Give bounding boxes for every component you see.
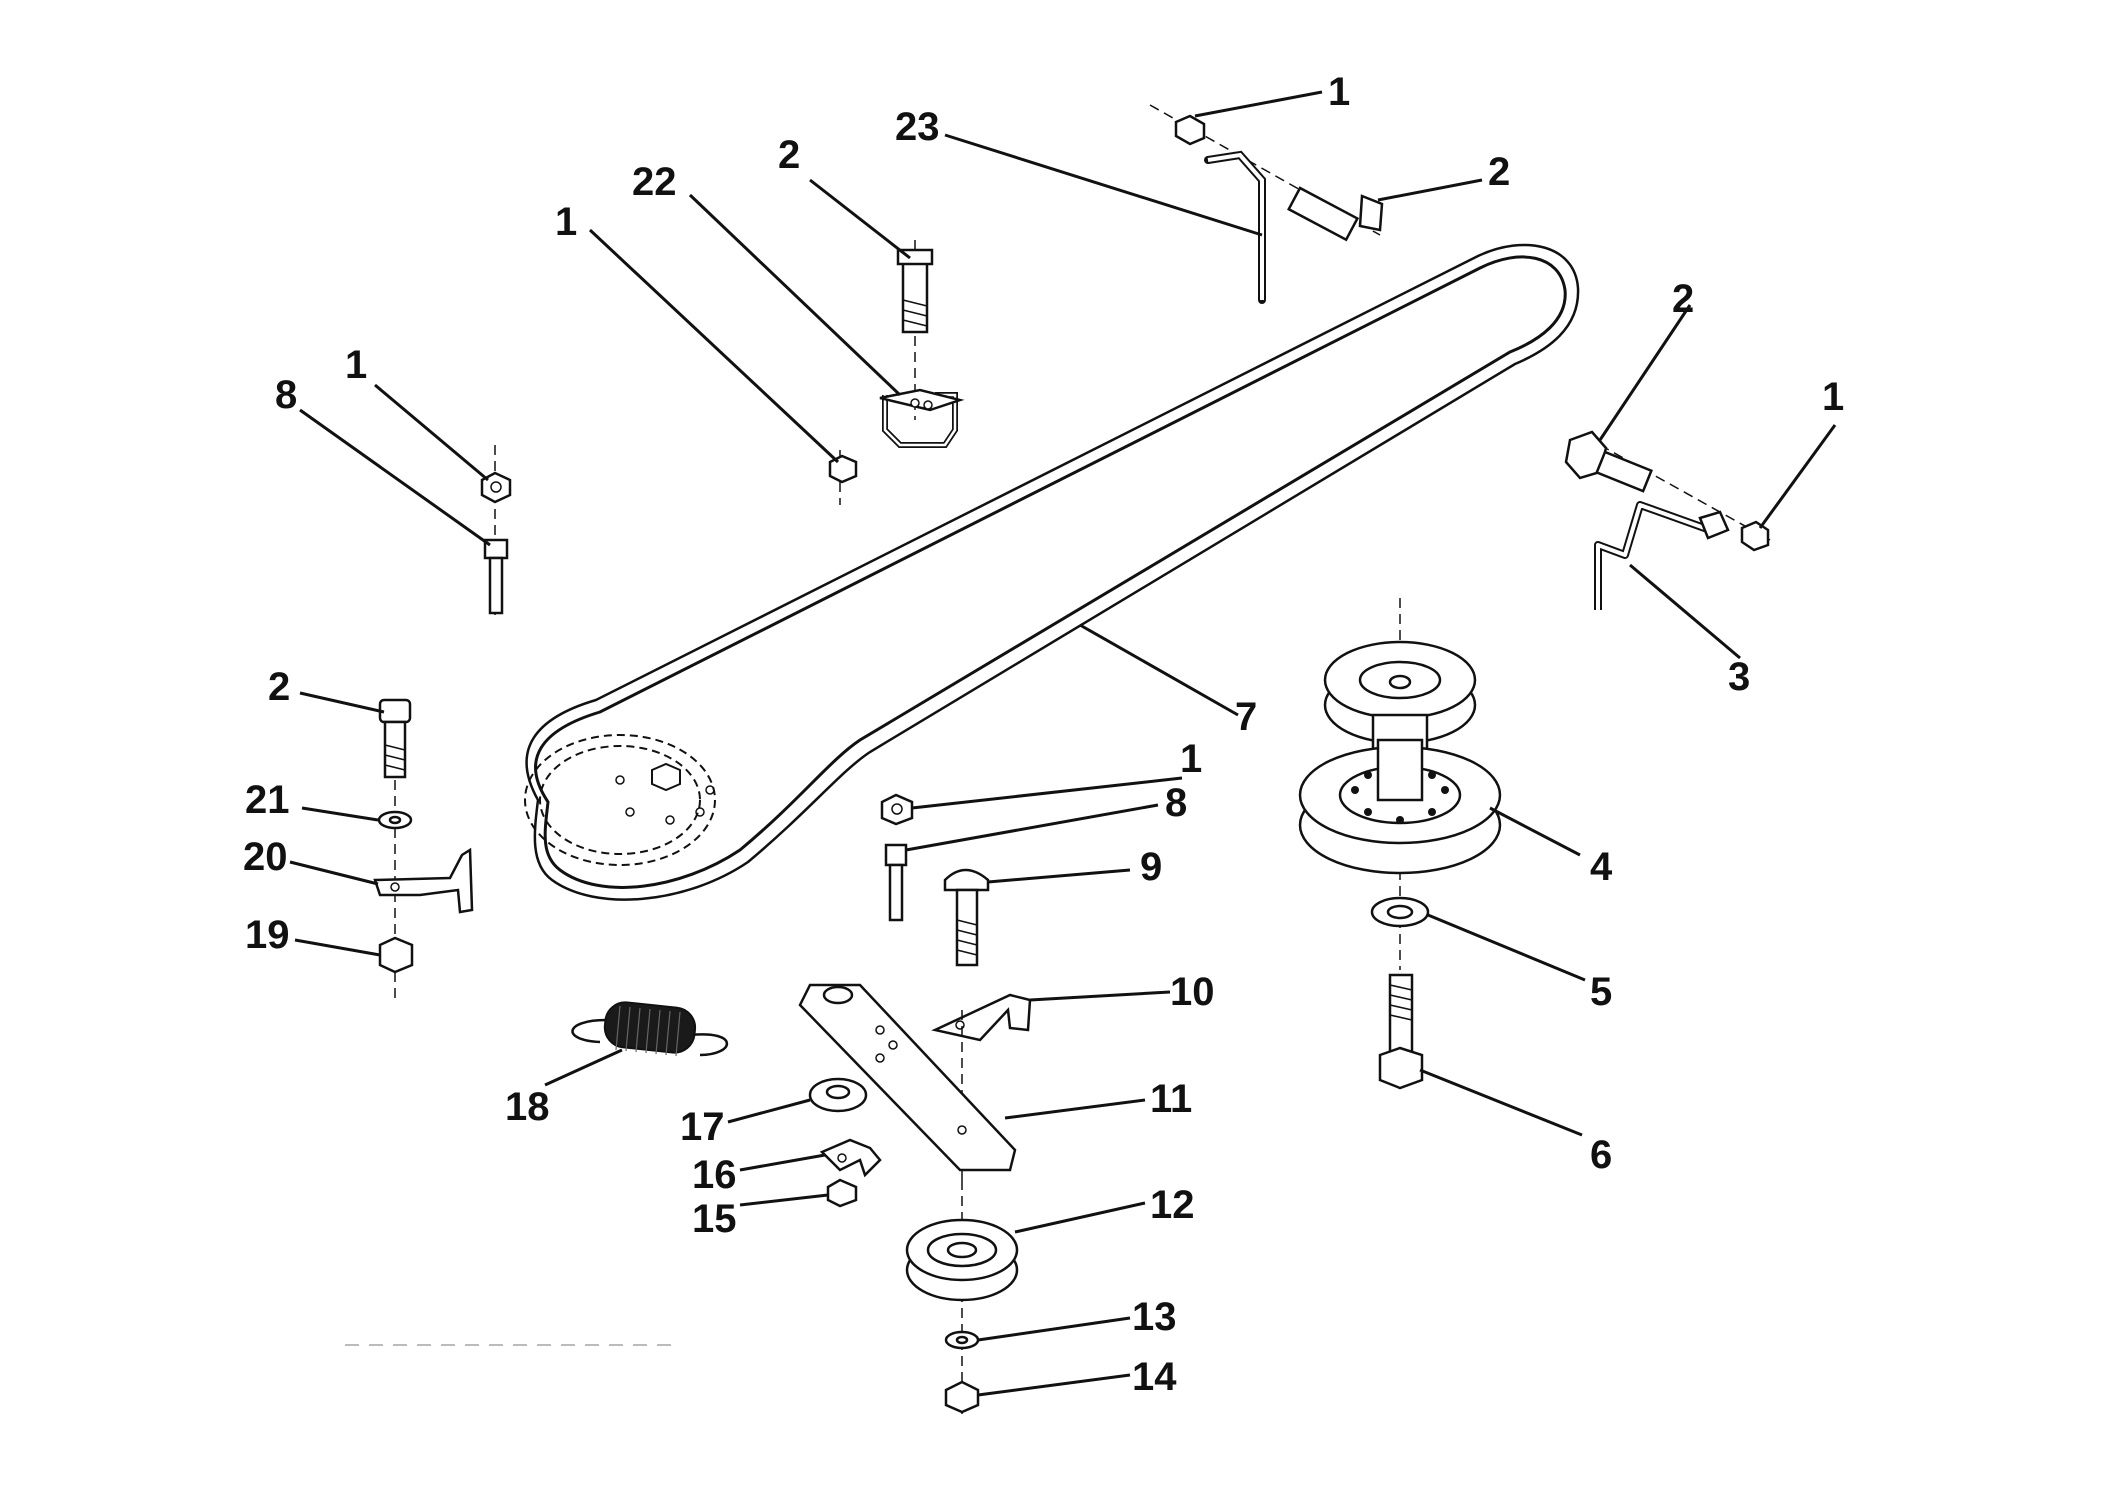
callout-1: 1 [1328, 70, 1350, 114]
callout-3: 3 [1728, 655, 1750, 699]
callout-labels: 1 23 2 2 22 1 1 8 2 1 3 7 2 21 20 19 1 8… [243, 70, 1844, 1399]
callout-8: 8 [275, 373, 297, 417]
drive-belt [525, 243, 1580, 901]
callout-13: 13 [1132, 1295, 1177, 1339]
callout-5: 5 [1590, 970, 1612, 1014]
callout-1: 1 [1180, 737, 1202, 781]
small-parts-15-17 [808, 1077, 882, 1208]
callout-9: 9 [1140, 845, 1162, 889]
leader-lines [289, 90, 1837, 1397]
belt-guide-23 [1149, 104, 1384, 304]
stud-8-left [480, 445, 512, 620]
callout-2: 2 [1488, 150, 1510, 194]
engine-pulley [524, 734, 716, 866]
callout-7: 7 [1235, 695, 1257, 739]
callout-1: 1 [555, 200, 577, 244]
callout-22: 22 [632, 160, 677, 204]
callout-2: 2 [778, 133, 800, 177]
bracket-10 [931, 993, 1032, 1042]
belt-guide-3-assembly [1564, 430, 1771, 610]
callout-4: 4 [1590, 845, 1613, 889]
pulley-bolt-holes [1351, 771, 1449, 824]
callout-1: 1 [1822, 375, 1844, 419]
callout-6: 6 [1590, 1133, 1612, 1177]
idler-arm-11 [798, 983, 1017, 1180]
bracket-22-assembly [828, 240, 965, 505]
bracket-20-assembly [373, 698, 474, 1000]
bolt-2-top-right [1287, 186, 1384, 242]
callout-12: 12 [1150, 1183, 1195, 1227]
idler-pulley-12-assembly [905, 1180, 1019, 1420]
stud-8-center [880, 793, 914, 922]
callout-16: 16 [692, 1153, 737, 1197]
callout-8: 8 [1165, 781, 1187, 825]
callout-1: 1 [345, 343, 367, 387]
callout-18: 18 [505, 1085, 550, 1129]
carriage-bolt-9 [943, 868, 990, 967]
callout-20: 20 [243, 835, 288, 879]
callout-15: 15 [692, 1197, 737, 1241]
callout-11: 11 [1150, 1077, 1192, 1121]
double-pulley-assembly [1298, 598, 1502, 1090]
callout-21: 21 [245, 778, 290, 822]
callout-23: 23 [895, 105, 940, 149]
spring-18 [571, 1001, 729, 1057]
callout-2: 2 [1672, 277, 1694, 321]
callout-17: 17 [680, 1105, 725, 1149]
callout-14: 14 [1132, 1355, 1177, 1399]
callout-10: 10 [1170, 970, 1215, 1014]
callout-2: 2 [268, 665, 290, 709]
callout-19: 19 [245, 913, 290, 957]
